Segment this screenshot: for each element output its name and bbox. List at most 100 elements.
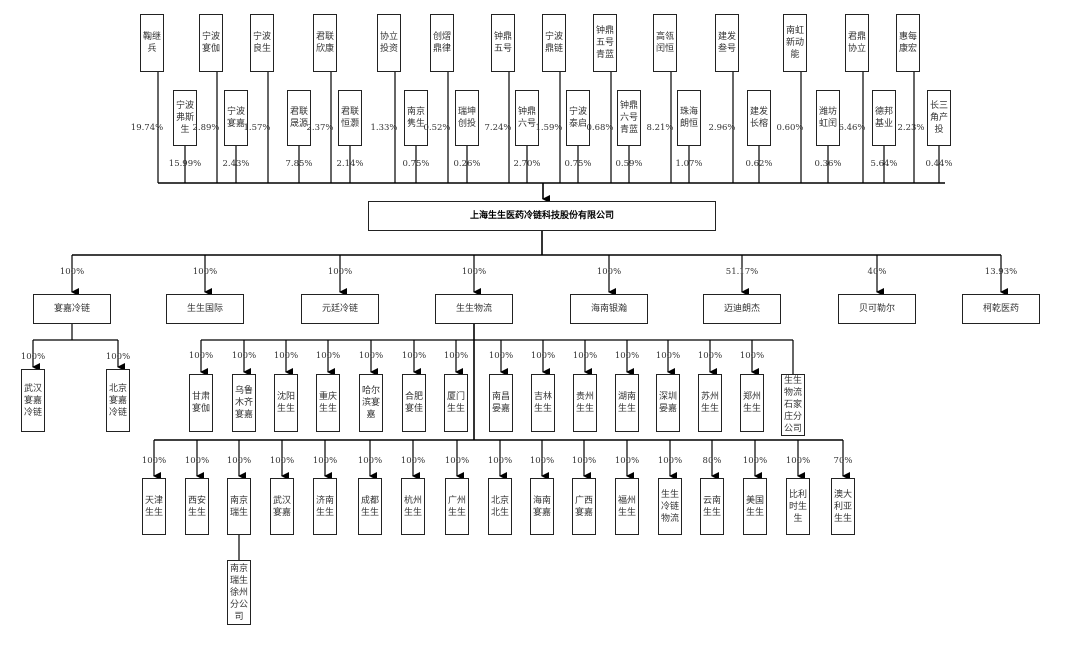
ownership-percentage: 100%: [327, 267, 353, 277]
entity-name: 南虹新动能: [786, 26, 805, 60]
subsidiary-box: 柯乾医药: [962, 294, 1040, 324]
ownership-percentage: 0.75%: [402, 159, 430, 169]
shareholder-box: 潍坊虹闰: [816, 90, 840, 146]
entity-name: 建发长榕: [750, 107, 769, 129]
subsidiary-box: 天津生生: [142, 478, 166, 535]
ownership-percentage: 100%: [529, 456, 555, 466]
ownership-percentage: 19.74%: [130, 123, 164, 133]
entity-name: 杭州生生: [404, 495, 423, 518]
ownership-percentage: 100%: [105, 352, 131, 362]
entity-name: 君鼎协立: [848, 32, 867, 54]
entity-name: 元廷冷链: [321, 304, 358, 314]
ownership-percentage: 100%: [572, 351, 598, 361]
subsidiary-box: 广州生生: [445, 478, 469, 535]
ownership-percentage: 100%: [444, 456, 470, 466]
shareholder-box: 宁波宴伽: [199, 14, 223, 72]
entity-name: 厦门生生: [447, 392, 466, 414]
subsidiary-box: 吉林生生: [531, 374, 555, 432]
ownership-percentage: 7.24%: [484, 123, 512, 133]
shareholder-box: 南京隽生: [404, 90, 428, 146]
ownership-percentage: 100%: [358, 351, 384, 361]
entity-name: 生生冷链物流: [661, 489, 680, 524]
subsidiary-box: 美国生生: [743, 478, 767, 535]
subsidiary-box: 云南生生: [700, 478, 724, 535]
entity-name: 德邦基业: [875, 107, 894, 129]
entity-name: 钟鼎六号青蓝: [620, 101, 639, 135]
entity-name: 钟鼎五号: [494, 32, 513, 54]
shareholder-box: 创熠鼎律: [430, 14, 454, 72]
shareholder-box: 南虹新动能: [783, 14, 807, 72]
ownership-percentage: 100%: [231, 351, 257, 361]
subsidiary-box: 广西宴嘉: [572, 478, 596, 535]
subsidiary-box: 重庆生生: [316, 374, 340, 432]
entity-name: 北京北生: [491, 495, 510, 518]
subsidiary-box: 生生冷链物流: [658, 478, 682, 535]
entity-name: 海南宴嘉: [533, 495, 552, 518]
entity-name: 郑州生生: [743, 392, 762, 414]
entity-name: 宁波良生: [253, 32, 272, 54]
entity-name: 宁波泰启: [569, 107, 588, 129]
ownership-percentage: 100%: [655, 351, 681, 361]
ownership-percentage: 100%: [443, 351, 469, 361]
subsidiary-box: 宴嘉冷链: [33, 294, 111, 324]
shareholder-box: 宁波良生: [250, 14, 274, 72]
subsidiary-box: 海南银瀚: [570, 294, 648, 324]
subsidiary-box: 湖南生生: [615, 374, 639, 432]
ownership-percentage: 51.17%: [725, 267, 759, 277]
entity-name: 武汉宴嘉: [273, 495, 292, 518]
subsidiary-box: 甘肃宴伽: [189, 374, 213, 432]
ownership-percentage: 100%: [315, 351, 341, 361]
subsidiary-box: 北京北生: [488, 478, 512, 535]
entity-name: 沈阳生生: [277, 392, 296, 414]
ownership-percentage: 7.85%: [285, 159, 313, 169]
ownership-percentage: 2.96%: [708, 123, 736, 133]
subsidiary-box: 厦门生生: [444, 374, 468, 432]
ownership-percentage: 2.89%: [192, 123, 220, 133]
shareholder-box: 建发长榕: [747, 90, 771, 146]
shareholder-box: 协立投资: [377, 14, 401, 72]
entity-name: 生生物流石家庄分公司: [784, 376, 803, 434]
entity-name: 钟鼎六号: [518, 107, 537, 129]
entity-name: 南京瑞生: [230, 495, 249, 518]
ownership-percentage: 100%: [614, 351, 640, 361]
subsidiary-box: 郑州生生: [740, 374, 764, 432]
entity-name: 湖南生生: [618, 392, 637, 414]
subsidiary-box: 杭州生生: [401, 478, 425, 535]
entity-name: 惠每康宏: [899, 32, 918, 54]
ownership-percentage: 0.68%: [586, 123, 614, 133]
entity-name: 宁波宴嘉: [227, 107, 246, 129]
subsidiary-box: 西安生生: [185, 478, 209, 535]
ownership-percentage: 100%: [226, 456, 252, 466]
subsidiary-box: 成都生生: [358, 478, 382, 535]
ownership-percentage: 100%: [400, 456, 426, 466]
subsidiary-box: 南京瑞生: [227, 478, 251, 535]
ownership-percentage: 8.21%: [646, 123, 674, 133]
shareholder-box: 长三角产投: [927, 90, 951, 146]
shareholder-box: 君联欣康: [313, 14, 337, 72]
entity-name: 美国生生: [746, 495, 765, 518]
ownership-percentage: 2.37%: [306, 123, 334, 133]
subsidiary-box: 武汉宴嘉: [270, 478, 294, 535]
ownership-percentage: 0.52%: [423, 123, 451, 133]
entity-name: 西安生生: [188, 495, 207, 518]
ownership-percentage: 0.26%: [453, 159, 481, 169]
shareholder-box: 高瓴闰恒: [653, 14, 677, 72]
entity-name: 海南银瀚: [590, 304, 627, 314]
ownership-percentage: 2.70%: [513, 159, 541, 169]
shareholder-box: 钟鼎六号青蓝: [617, 90, 641, 146]
ownership-percentage: 100%: [596, 267, 622, 277]
entity-name: 澳大利亚生生: [834, 489, 853, 524]
subsidiary-box: 元廷冷链: [301, 294, 379, 324]
entity-name: 瑞坤创投: [458, 107, 477, 129]
ownership-percentage: 0.44%: [925, 159, 953, 169]
subsidiary-box: 苏州生生: [698, 374, 722, 432]
entity-name: 福州生生: [618, 495, 637, 518]
entity-name: 贵州生生: [576, 392, 595, 414]
ownership-percentage: 6.46%: [838, 123, 866, 133]
entity-name: 君联晟源: [290, 107, 309, 129]
ownership-percentage: 100%: [657, 456, 683, 466]
ownership-percentage: 70%: [833, 456, 853, 466]
ownership-percentage: 100%: [192, 267, 218, 277]
ownership-percentage: 5.64%: [870, 159, 898, 169]
